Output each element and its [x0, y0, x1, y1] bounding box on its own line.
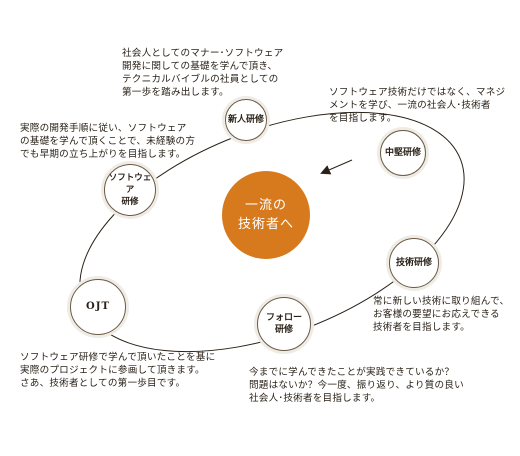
node-shinjin: 新人研修	[225, 99, 267, 141]
node-chuken-label: 中堅研修	[384, 148, 421, 158]
desc-shinjin-line-2: 開発に関しての基礎を学んで頂き、	[122, 61, 278, 72]
desc-chuken-line-3: を目指します。	[329, 113, 397, 124]
desc-software-line-3: でも早期の立ち上がりを目指します。	[20, 149, 186, 160]
desc-ojt-line-1: ソフトウェア研修で学んで頂いたことを基に	[20, 352, 216, 363]
node-follow: フォロー 研修	[257, 297, 311, 351]
center-line-2: 技術者へ	[237, 217, 294, 232]
desc-gijutsu-line-1: 常に新しい技術に取り組んで、	[373, 296, 510, 307]
node-ojt: OJT	[70, 279, 126, 335]
desc-shinjin: 社会人としてのマナー･ソフトウェア 開発に関しての基礎を学んで頂き、 テクニカル…	[122, 47, 283, 99]
arrow-icon	[320, 159, 353, 175]
desc-software: 実際の開発手順に従い、ソフトウェア の基礎を学んで頂くことで、未経験の方 でも早…	[20, 122, 195, 161]
desc-ojt: ソフトウェア研修で学んで頂いたことを基に 実際のプロジェクトに参画して頂きます。…	[20, 351, 215, 390]
node-follow-label-1: フォロー	[265, 313, 302, 323]
desc-shinjin-line-4: 第一歩を踏み出します。	[122, 87, 229, 98]
node-software-label-1: ソフトウェア	[108, 173, 152, 195]
desc-chuken-line-2: メントを学び、一流の社会人･技術者	[329, 100, 491, 111]
desc-gijutsu-line-2: お客様の要望にお応えできる	[373, 309, 500, 320]
node-software: ソフトウェア 研修	[104, 164, 156, 216]
node-ojt-label: OJT	[86, 301, 110, 312]
desc-follow-line-3: 社会人･技術者を目指します。	[249, 393, 381, 404]
desc-shinjin-line-1: 社会人としてのマナー･ソフトウェア	[122, 48, 284, 59]
desc-shinjin-line-3: テクニカルバイブルの社員としての	[122, 74, 279, 85]
node-software-label-2: 研修	[121, 197, 139, 207]
node-follow-label-2: 研修	[274, 325, 293, 335]
center-line-1: 一流の	[244, 198, 287, 213]
center-goal: 一流の 技術者へ	[222, 171, 310, 259]
desc-ojt-line-2: 実際のプロジェクトに参画して頂きます。	[20, 365, 205, 376]
desc-ojt-line-3: さあ、技術者としての第一歩目です。	[20, 378, 186, 389]
desc-chuken-line-1: ソフトウェア技術だけではなく、マネジ	[329, 87, 506, 98]
node-gijutsu: 技術研修	[389, 238, 439, 288]
node-gijutsu-label: 技術研修	[395, 258, 432, 268]
desc-follow-line-2: 問題はないか？今一度、振り返り、より質の良い	[249, 380, 464, 391]
desc-gijutsu: 常に新しい技術に取り組んで、 お客様の要望にお応えできる 技術者を目指します。	[373, 295, 509, 334]
desc-gijutsu-line-3: 技術者を目指します。	[373, 322, 470, 333]
desc-follow: 今までに学んできたことが実践できているか？ 問題はないか？今一度、振り返り、より…	[249, 366, 464, 405]
desc-chuken: ソフトウェア技術だけではなく、マネジ メントを学び、一流の社会人･技術者 を目指…	[329, 86, 505, 125]
node-chuken: 中堅研修	[380, 130, 426, 176]
desc-software-line-1: 実際の開発手順に従い、ソフトウェア	[20, 123, 187, 134]
desc-follow-line-1: 今までに学んできたことが実践できているか？	[249, 367, 455, 378]
node-shinjin-label: 新人研修	[227, 115, 264, 125]
desc-software-line-2: の基礎を学んで頂くことで、未経験の方	[20, 136, 196, 147]
